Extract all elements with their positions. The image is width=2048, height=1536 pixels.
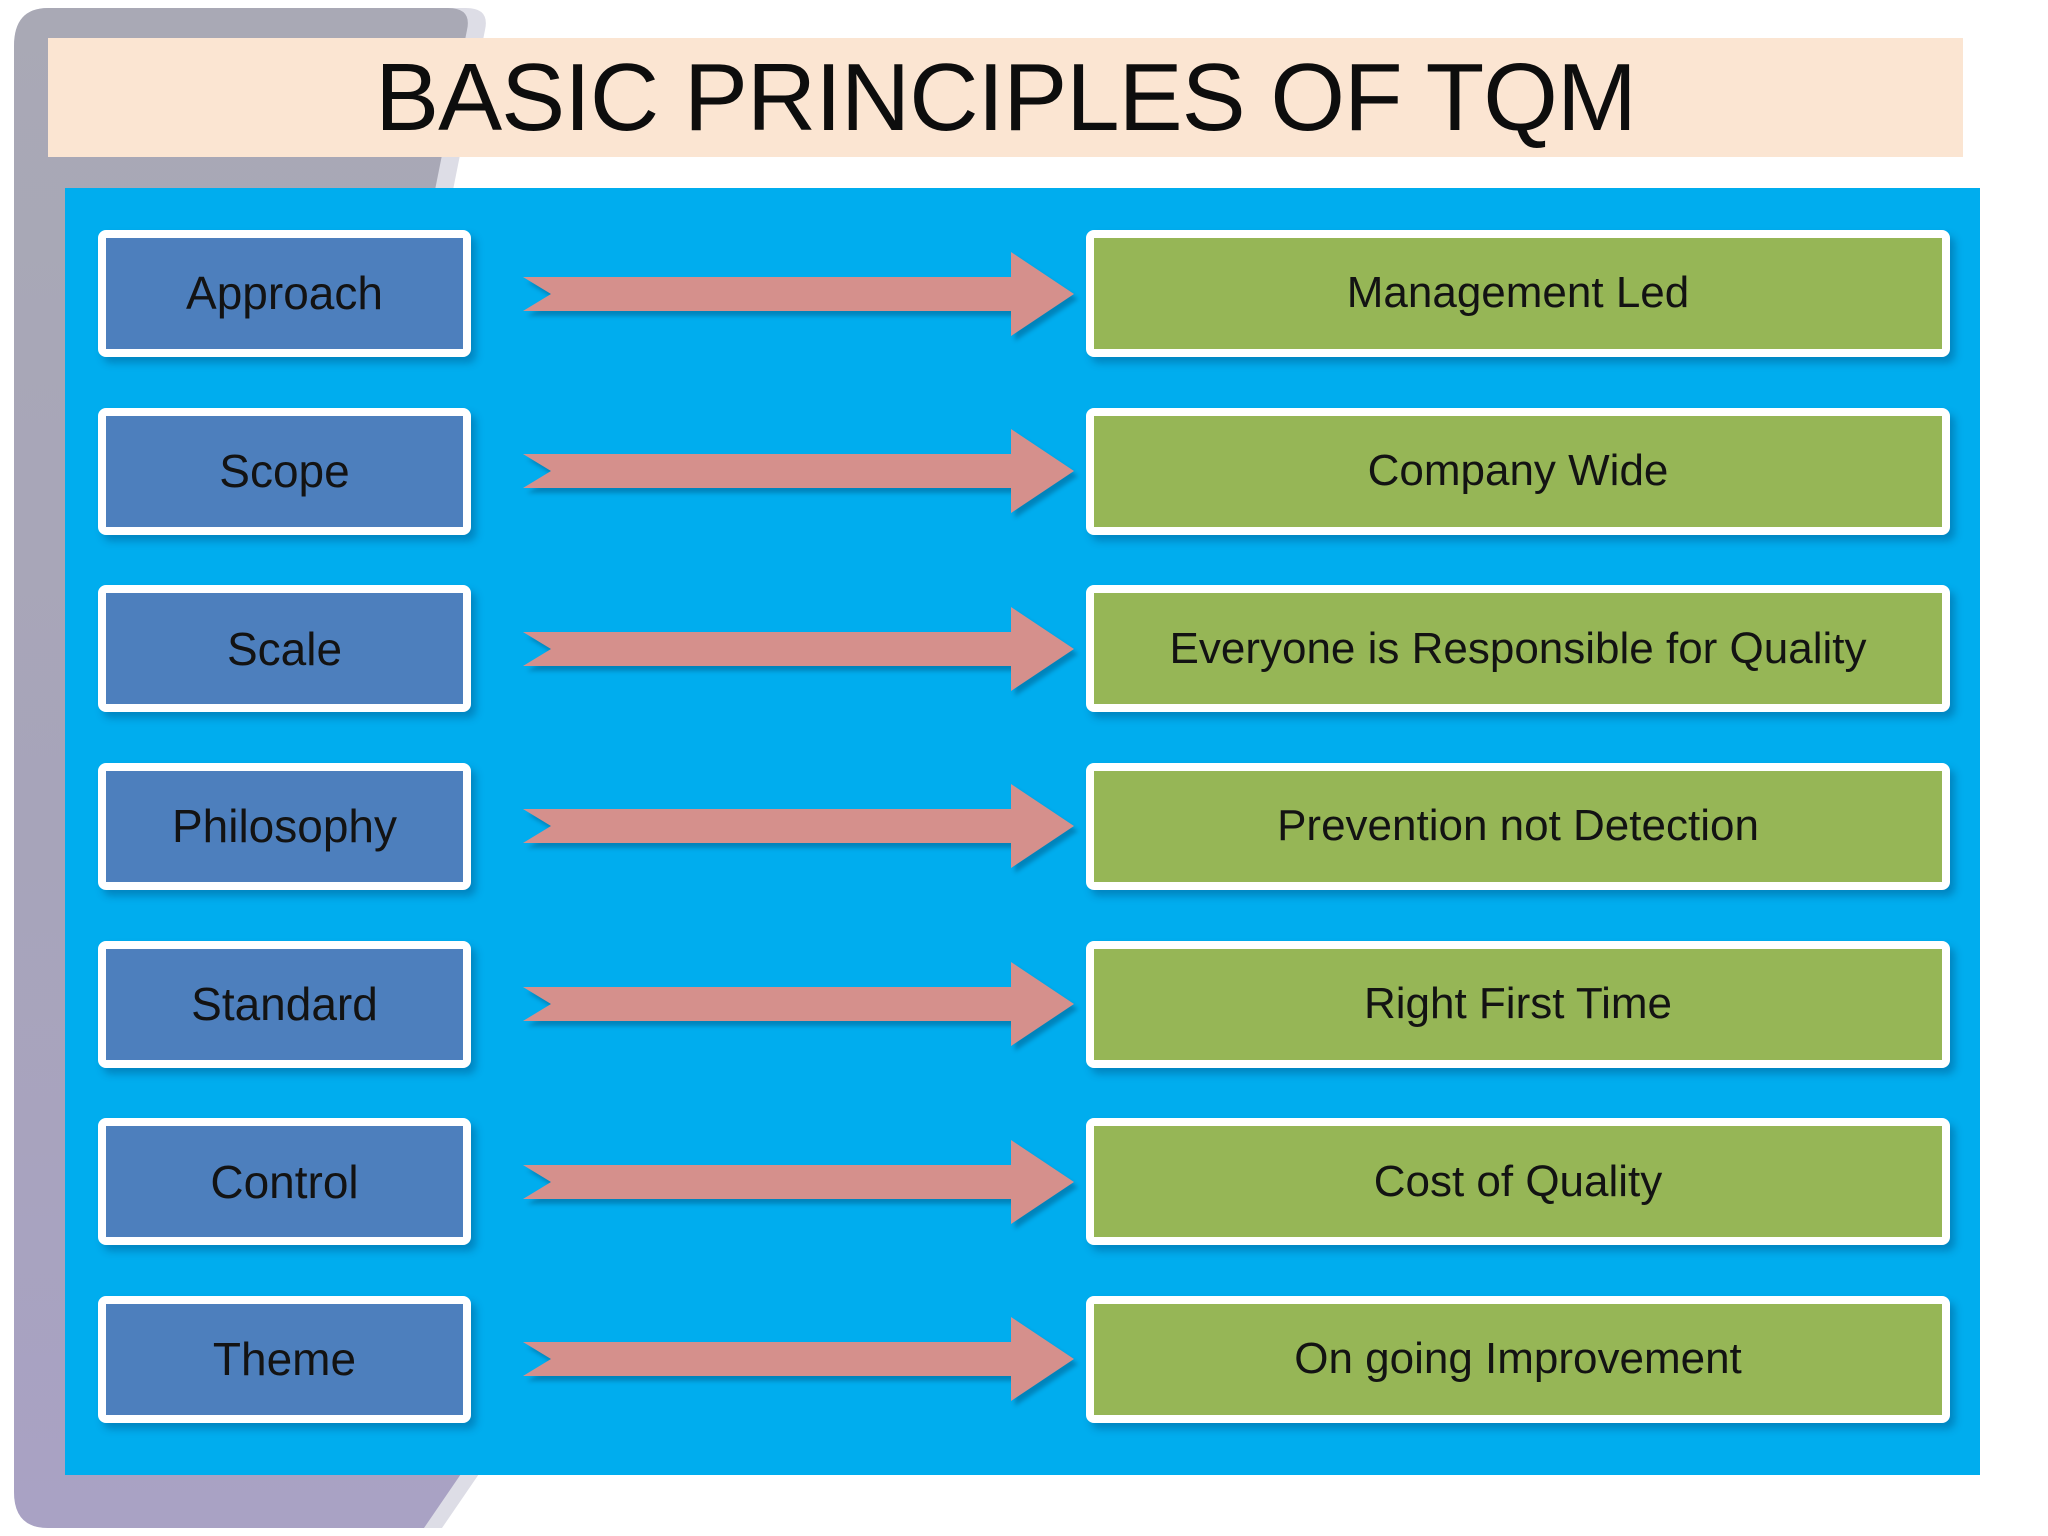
principle-row: Control Cost of Quality xyxy=(98,1118,1950,1246)
principle-row: Approach Management Led xyxy=(98,230,1950,357)
right-arrow-icon xyxy=(523,1139,1074,1224)
principle-row: Theme On going Improvement xyxy=(98,1295,1950,1423)
right-arrow-icon xyxy=(523,606,1074,691)
principle-row: Standard Right First Time xyxy=(98,940,1950,1068)
title-bar: BASIC PRINCIPLES OF TQM xyxy=(48,38,1963,157)
category-box: Scale xyxy=(98,585,471,713)
diagram-panel: Approach Management Led Scope Company Wi… xyxy=(65,188,1980,1475)
category-box: Scope xyxy=(98,407,471,535)
description-box: Cost of Quality xyxy=(1086,1118,1950,1246)
right-arrow-icon xyxy=(523,784,1074,869)
category-box: Theme xyxy=(98,1295,471,1423)
category-box: Philosophy xyxy=(98,762,471,890)
description-box: Prevention not Detection xyxy=(1086,762,1950,890)
right-arrow-icon xyxy=(523,962,1074,1047)
category-label: Scale xyxy=(226,622,343,675)
description-box: Everyone is Responsible for Quality xyxy=(1086,585,1950,713)
description-box: On going Improvement xyxy=(1086,1295,1950,1423)
principle-row: Scale Everyone is Responsible for Qualit… xyxy=(98,585,1950,713)
category-label: Scope xyxy=(219,445,350,497)
description-label: Cost of Quality xyxy=(1373,1156,1663,1206)
category-label: Philosophy xyxy=(171,800,398,853)
description-box: Company Wide xyxy=(1086,407,1950,535)
category-label: Theme xyxy=(212,1333,357,1386)
category-label: Standard xyxy=(191,977,378,1030)
principle-row: Philosophy Prevention not Detection xyxy=(98,762,1950,890)
slide-title: BASIC PRINCIPLES OF TQM xyxy=(375,43,1637,151)
description-box: Right First Time xyxy=(1086,940,1950,1068)
category-label: Control xyxy=(210,1155,359,1208)
right-arrow-icon xyxy=(523,251,1074,336)
description-label: Prevention not Detection xyxy=(1277,801,1759,851)
category-box: Standard xyxy=(98,940,471,1068)
principle-row: Scope Company Wide xyxy=(98,407,1950,535)
category-box: Approach xyxy=(98,230,471,357)
category-label: Approach xyxy=(186,267,383,320)
description-label: On going Improvement xyxy=(1294,1334,1742,1384)
right-arrow-icon xyxy=(523,1317,1074,1402)
description-box: Management Led xyxy=(1086,230,1950,357)
right-arrow-icon xyxy=(523,429,1074,514)
description-label: Management Led xyxy=(1346,268,1690,318)
description-label: Everyone is Responsible for Quality xyxy=(1169,623,1867,673)
category-box: Control xyxy=(98,1118,471,1246)
description-label: Right First Time xyxy=(1363,979,1673,1029)
description-label: Company Wide xyxy=(1367,446,1669,496)
